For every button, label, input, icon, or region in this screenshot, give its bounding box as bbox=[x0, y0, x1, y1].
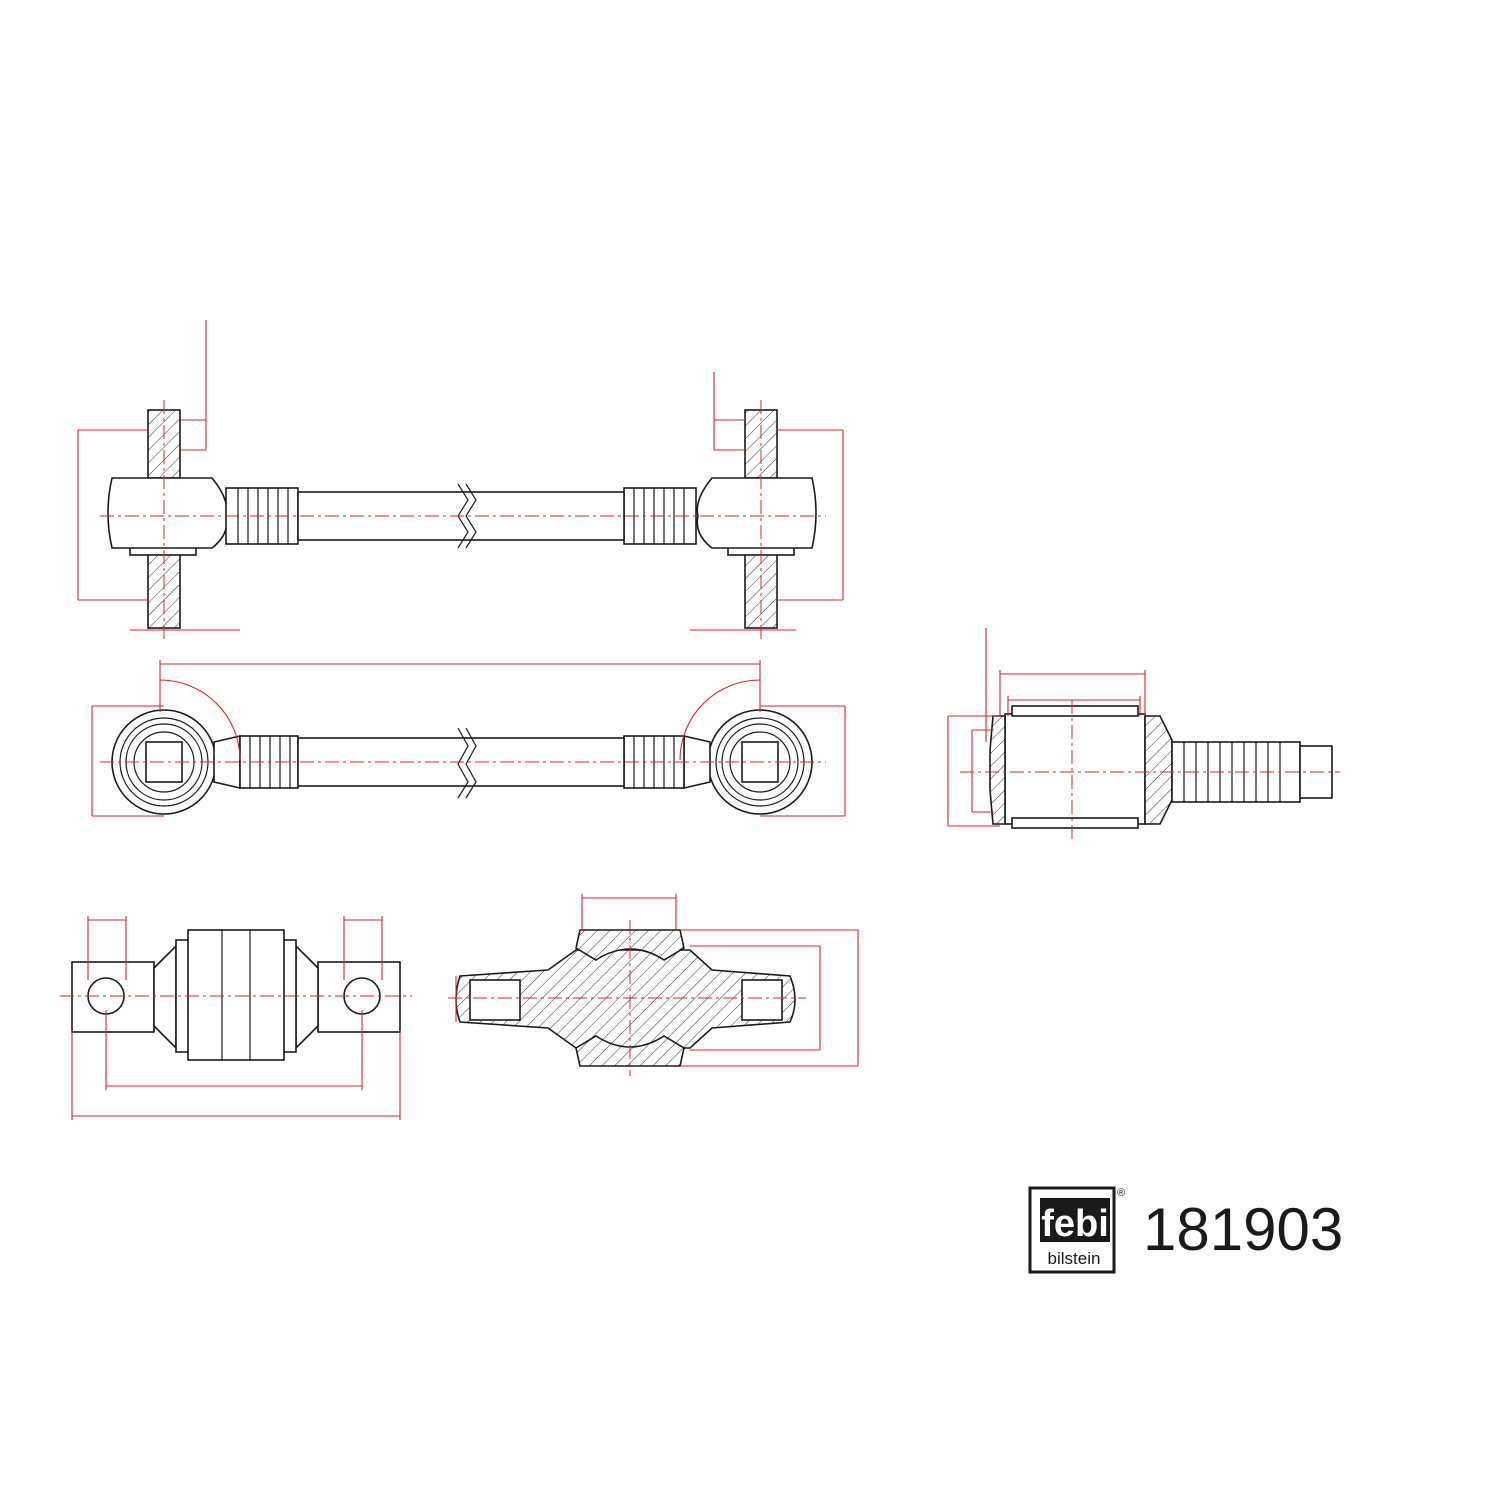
logo-subword: bilstein bbox=[1048, 1249, 1101, 1268]
part-number: 181903 bbox=[1143, 1196, 1344, 1263]
bushing-body bbox=[1004, 713, 1146, 825]
break-line-right bbox=[465, 483, 477, 549]
cross-section-view bbox=[448, 894, 859, 1076]
top-view bbox=[77, 320, 844, 640]
right-lower-stud bbox=[744, 551, 778, 629]
right-housing-wall bbox=[1144, 715, 1173, 825]
right-eye-ring-mid bbox=[721, 723, 799, 801]
end-view-dimensions bbox=[947, 628, 1146, 827]
right-taper bbox=[295, 944, 319, 1050]
end-view bbox=[947, 628, 1340, 840]
side-break-line-left bbox=[457, 727, 469, 799]
side-break-line-right bbox=[465, 727, 477, 799]
bushing-top-rim bbox=[1011, 705, 1139, 717]
left-lug-slot bbox=[469, 979, 521, 1021]
left-housing-wall bbox=[989, 715, 1006, 825]
left-taper bbox=[153, 944, 177, 1050]
logo-wordmark-block bbox=[1040, 1198, 1110, 1242]
bushing-plan-view bbox=[60, 916, 412, 1120]
bushing-bottom-rim bbox=[1011, 817, 1139, 829]
bushing-sleeve bbox=[187, 929, 285, 1061]
right-lug-slot bbox=[741, 979, 783, 1021]
left-eye-head bbox=[107, 477, 228, 549]
right-eye-head bbox=[696, 477, 817, 549]
side-view-dimensions bbox=[91, 660, 846, 817]
registered-mark: ® bbox=[1117, 1187, 1125, 1199]
section-dimensions bbox=[455, 894, 859, 1067]
side-view bbox=[91, 660, 846, 817]
logo-word: febi bbox=[1041, 1203, 1109, 1245]
febi-bilstein-logo: febi bilstein ® bbox=[1028, 1186, 1125, 1274]
top-view-dimensions bbox=[77, 320, 844, 631]
plan-dimensions bbox=[71, 916, 401, 1120]
